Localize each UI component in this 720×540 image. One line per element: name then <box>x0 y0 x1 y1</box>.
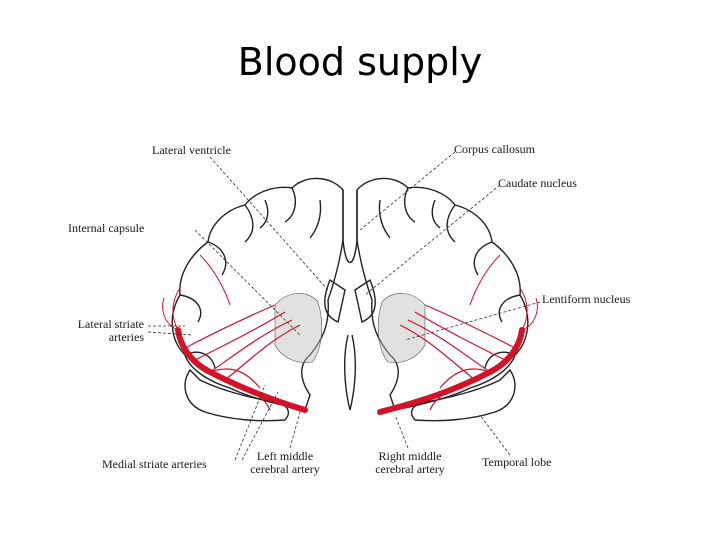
leader-corpus-callosum <box>359 151 456 231</box>
label-lentiform-nucleus: Lentiform nucleus <box>542 292 631 306</box>
label-right-mca-line2: cerebral artery <box>375 462 445 476</box>
brain-section-drawing <box>147 151 541 461</box>
leader-temporal-lobe <box>479 414 511 456</box>
midline-fissure <box>342 190 358 263</box>
right-lateral-striate-arteries <box>399 304 516 411</box>
brain-outline <box>171 177 529 422</box>
leader-right-mca <box>394 414 409 449</box>
leader-internal-capsule <box>194 229 301 336</box>
label-left-mca-line2: cerebral artery <box>250 462 320 476</box>
leader-medial-striate <box>234 384 279 461</box>
label-medial-striate-arteries: Medial striate arteries <box>102 457 207 471</box>
left-temporal-lobe <box>184 368 290 422</box>
label-right-mca-line1: Right middle <box>378 449 442 463</box>
left-middle-cerebral-artery <box>175 327 308 413</box>
label-temporal-lobe: Temporal lobe <box>482 455 552 469</box>
label-corpus-callosum: Corpus callosum <box>454 142 535 156</box>
left-lentiform-nucleus <box>274 293 323 363</box>
right-lentiform-nucleus <box>377 293 426 363</box>
leader-lateral-ventricle <box>209 156 329 291</box>
cortical-branches <box>162 254 538 331</box>
label-lateral-ventricle: Lateral ventricle <box>152 143 231 157</box>
label-right-middle-cerebral-artery: Right middle cerebral artery <box>360 450 460 476</box>
right-temporal-lobe <box>410 368 516 422</box>
third-ventricle <box>344 334 356 411</box>
leader-lines <box>147 151 541 461</box>
leader-caudate-nucleus <box>364 184 501 296</box>
leader-left-mca <box>289 411 301 449</box>
slide-title: Blood supply <box>237 40 483 84</box>
leader-lateral-striate <box>147 325 193 336</box>
lateral-ventricles <box>324 278 376 323</box>
brain-coronal-section-figure: Lateral ventricle Corpus callosum Caudat… <box>60 130 680 485</box>
label-caudate-nucleus: Caudate nucleus <box>498 176 577 190</box>
left-lateral-striate-arteries <box>184 304 301 411</box>
label-internal-capsule: Internal capsule <box>68 221 145 235</box>
leader-lentiform-nucleus <box>404 301 541 341</box>
right-middle-cerebral-artery <box>377 327 525 415</box>
label-left-mca-line1: Left middle <box>256 449 314 463</box>
label-left-middle-cerebral-artery: Left middle cerebral artery <box>235 450 335 476</box>
left-gyri <box>179 187 322 369</box>
left-hemisphere-outline <box>171 177 344 411</box>
right-hemisphere-outline <box>356 177 529 411</box>
label-lateral-striate-arteries: Lateral striate arteries <box>62 318 144 344</box>
lentiform-nuclei <box>274 293 426 363</box>
label-lateral-striate-line1: Lateral striate <box>77 317 144 331</box>
label-lateral-striate-line2: arteries <box>108 330 144 344</box>
right-gyri <box>378 187 521 369</box>
arteries <box>162 254 538 415</box>
